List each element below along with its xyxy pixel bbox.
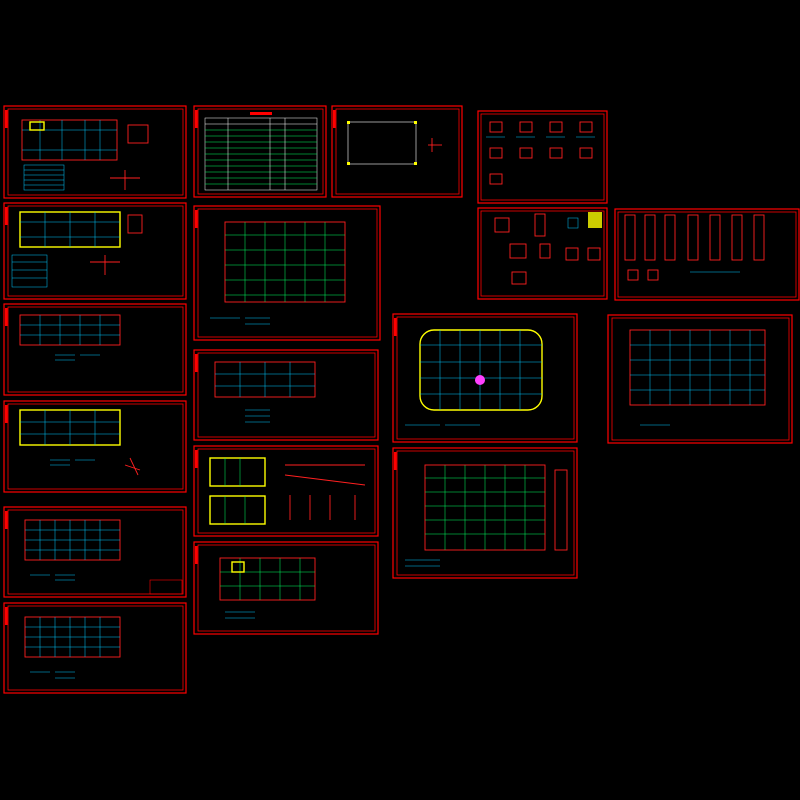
sheet-floor-plan[interactable] — [193, 349, 379, 441]
sheet-column-layout[interactable] — [3, 506, 187, 598]
sheet-floor-plan-highlighted[interactable] — [3, 202, 187, 300]
sheet-stair-details[interactable] — [193, 445, 379, 537]
sheet-basement-plan[interactable] — [392, 313, 578, 443]
sheet-roof-plan[interactable] — [3, 602, 187, 694]
sheet-node-details[interactable] — [477, 207, 608, 300]
sheet-floor-plan-with-table[interactable] — [3, 105, 187, 199]
sheet-floor-plan-highlighted[interactable] — [3, 400, 187, 493]
sheet-column-layout[interactable] — [392, 447, 578, 579]
sheet-floor-plan[interactable] — [3, 303, 187, 396]
sheet-column-details[interactable] — [614, 208, 800, 301]
sheet-foundation-plan[interactable] — [193, 205, 381, 341]
sheet-drawing-index-table[interactable] — [193, 105, 327, 198]
sheet-slab-reinforcement-plan[interactable] — [193, 541, 379, 635]
sheet-column-layout[interactable] — [607, 314, 793, 444]
sheet-section-details[interactable] — [477, 110, 608, 204]
sheet-site-outline[interactable] — [331, 105, 463, 198]
